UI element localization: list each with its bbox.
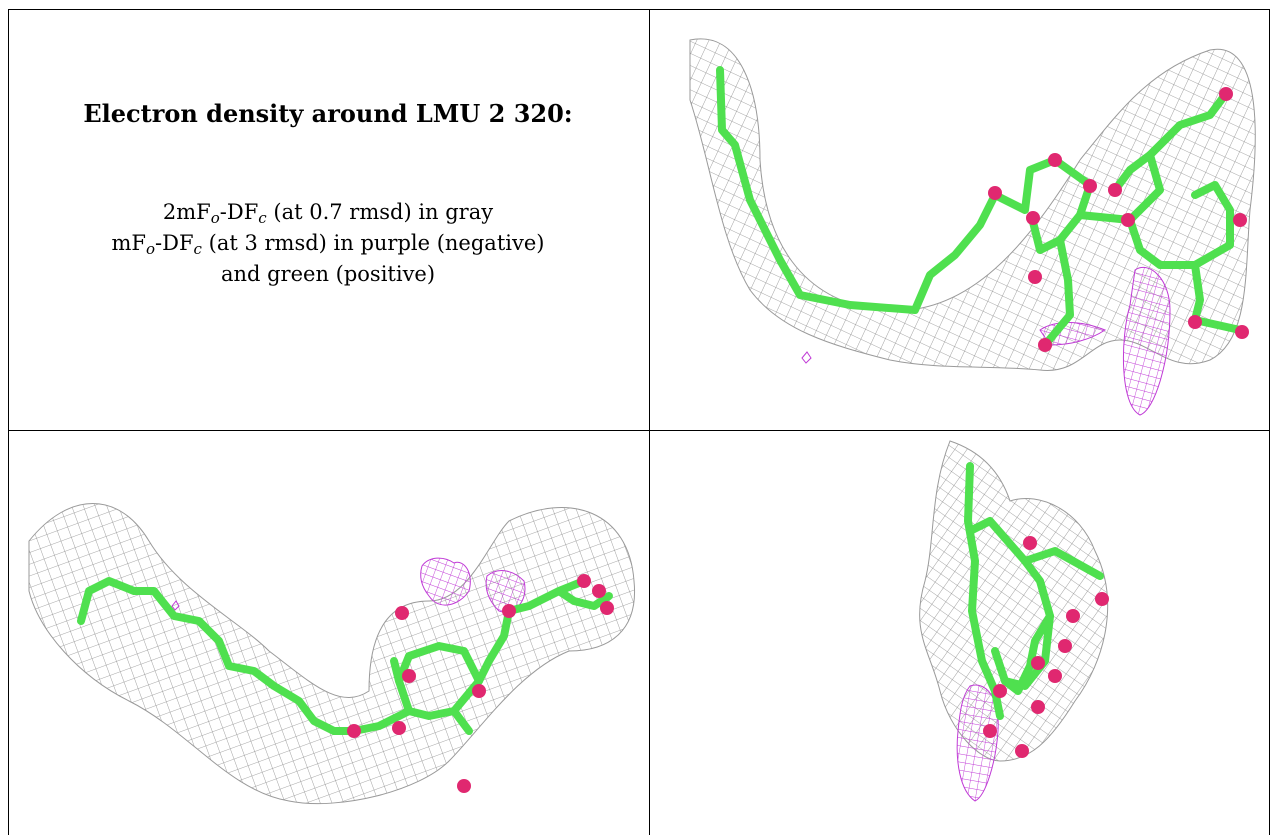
table-border-left [8,9,9,835]
caption-line-positive: and green (positive) [220,262,436,286]
density-render-1 [689,38,1256,416]
negative-density-mesh [956,684,999,802]
table-border-middle [8,430,1270,431]
negative-density-mesh [171,557,526,613]
caption-line-2fofc: 2mFo-DFc (at 0.7 rmsd) in gray [162,200,494,227]
oxygen-atoms [347,574,614,793]
gray-density-mesh [689,38,1256,371]
density-panel-top-right [650,10,1269,430]
density-panel-bottom-left [9,431,649,835]
caption-line-fofc: mFo-DFc (at 3 rmsd) in purple (negative) [111,231,545,258]
caption-cell: Electron density around LMU 2 320: 2mFo-… [8,9,648,429]
table-border-top [8,9,1270,10]
caption-title: Electron density around LMU 2 320: [83,99,573,128]
table-border-right [1269,9,1270,835]
oxygen-atoms [988,87,1249,352]
density-panel-bottom-right [650,431,1269,835]
gray-density-mesh [28,503,636,805]
figure-table: Electron density around LMU 2 320: 2mFo-… [8,9,1270,835]
ligand-stick-model [77,577,613,735]
caption-body: 2mFo-DFc (at 0.7 rmsd) in gray mFo-DFc (… [8,197,648,290]
table-border-center [649,9,650,835]
gray-density-mesh [919,440,1109,762]
oxygen-atoms [983,536,1109,758]
density-render-2 [28,503,636,805]
density-render-3 [919,440,1109,802]
